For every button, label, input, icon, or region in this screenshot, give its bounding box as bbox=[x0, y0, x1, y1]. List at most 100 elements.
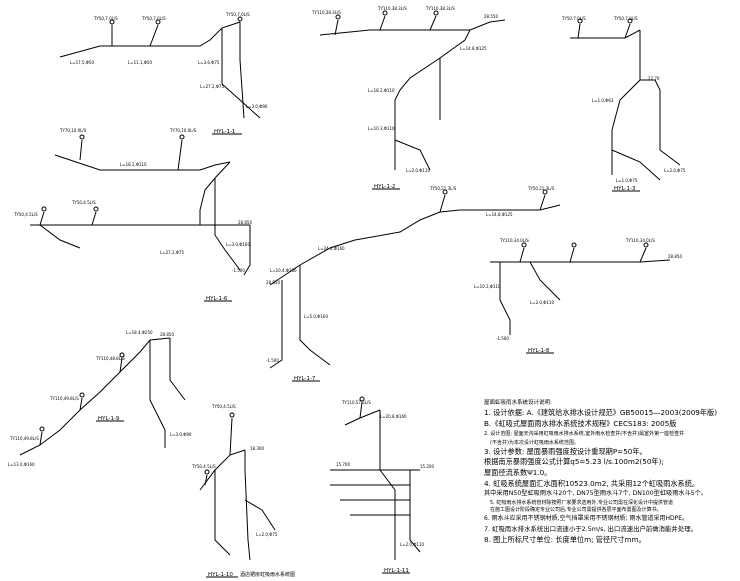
flow-label: TY110,57.5L/S bbox=[341, 400, 371, 405]
pipe-segment bbox=[149, 340, 166, 448]
pipe-segment bbox=[112, 24, 159, 47]
system-tag: HYL-1-10 bbox=[208, 572, 233, 578]
pipe-segment bbox=[243, 225, 251, 276]
pipe-segment bbox=[577, 23, 581, 39]
segment-label: L=24.4,Φ160 bbox=[318, 246, 345, 251]
system-tag: HYL-1-2 bbox=[374, 184, 395, 190]
pipe-segment bbox=[490, 259, 671, 263]
system-hyl1: TY50,7.0L/S TY50,7.0L/S TY50,7.0L/S L=17… bbox=[59, 12, 268, 135]
pipe-segment bbox=[429, 15, 437, 31]
pipe-segment bbox=[269, 209, 461, 286]
level-label: -1.500 bbox=[232, 268, 245, 273]
pipe-segment bbox=[39, 211, 45, 226]
level-label: 15.700 bbox=[336, 462, 350, 467]
pipe-segment bbox=[239, 22, 245, 119]
pipe-segment bbox=[79, 397, 83, 411]
segment-label: L=2.0,Φ110 bbox=[406, 168, 430, 173]
pipe-segment bbox=[394, 29, 471, 170]
drawing-caption: 酒店裙房虹吸雨水系统图 bbox=[240, 571, 295, 578]
note-line: 在施工图设计阶段确定专业公司后,专业公司需提供各层平面布置图及计算书。 bbox=[490, 506, 662, 513]
pipe-segment bbox=[640, 79, 661, 91]
segment-label: L=11.1,Φ50 bbox=[128, 60, 152, 65]
pipe-segment bbox=[344, 409, 381, 426]
pipe-segment bbox=[39, 224, 81, 249]
segment-label: L=18.2,Φ110 bbox=[368, 88, 395, 93]
pipe-segment bbox=[529, 261, 561, 301]
roof-drain-icon bbox=[109, 19, 115, 25]
system-hyl11: TY110,57.5L/S L=20.8,Φ160 15.700 15.200 … bbox=[330, 396, 434, 574]
pipe-segment bbox=[54, 154, 231, 171]
pipe-segment bbox=[244, 450, 251, 561]
note-line: 8. 图上所标尺寸单位: 长度单位m; 管径尺寸mm。 bbox=[484, 534, 646, 544]
flow-label: TY50,7.0L/S bbox=[561, 16, 586, 21]
pipe-segment bbox=[177, 139, 183, 171]
segment-label: L=18.4,Φ250 bbox=[126, 330, 153, 335]
system-tag: HYL-1-1 bbox=[214, 129, 235, 135]
pipe-segment bbox=[91, 211, 97, 226]
notes-title: 屋面虹吸雨水系统设计说明: bbox=[484, 400, 552, 406]
pipe-segment bbox=[570, 29, 641, 39]
pipe-segment bbox=[39, 431, 43, 446]
roof-drain-icon bbox=[79, 392, 85, 398]
segment-label: L=3.0,Φ90 bbox=[246, 104, 268, 109]
segment-label: L=2.0,Φ75 bbox=[256, 532, 278, 537]
segment-label: L=2.0,Φ75 bbox=[664, 168, 686, 173]
roof-drain-icon bbox=[79, 134, 85, 140]
note-line: 7. 虹吸雨水排水系统出口流速小于2.5m/s, 出口流速出户前做消能井处理。 bbox=[484, 525, 697, 534]
roof-drain-icon bbox=[521, 242, 527, 248]
roof-drain-icon bbox=[433, 10, 439, 16]
segment-label: L=14.8,Φ125 bbox=[486, 212, 513, 217]
level-label: 28.550 bbox=[484, 14, 498, 19]
pipe-segment bbox=[639, 247, 647, 263]
roof-drain-icon bbox=[577, 18, 583, 24]
pipe-segment bbox=[359, 401, 363, 419]
pipe-segment bbox=[624, 23, 631, 39]
pipe-segment bbox=[169, 338, 186, 401]
segment-label: L=1.0,Φ63 bbox=[592, 98, 614, 103]
pipe-segment bbox=[19, 337, 171, 456]
pipe-segment bbox=[204, 474, 208, 486]
flow-label: TY110,38.3L/S bbox=[377, 6, 407, 11]
system-hyl2: TY110,38.3L/S TY110,38.3L/S TY110,38.3L/… bbox=[311, 6, 506, 190]
note-line: B.《虹吸式屋面雨水排水系统技术规程》CECS183: 2005版 bbox=[484, 418, 677, 428]
pipe-segment bbox=[221, 83, 261, 119]
flow-label: TY110,34.0L/S bbox=[499, 238, 529, 243]
level-label: 15.200 bbox=[420, 464, 434, 469]
segment-label: L=3.0,Φ160 bbox=[226, 242, 250, 247]
note-line: 1. 设计依据: A.《建筑给水排水设计规范》GB50015—2003(2009… bbox=[484, 408, 718, 417]
system-tag: HYL-1-8 bbox=[528, 348, 550, 354]
design-notes: 屋面虹吸雨水系统设计说明: 1. 设计依据: A.《建筑给水排水设计规范》GB5… bbox=[484, 398, 736, 546]
segment-label: L=2.0,Φ110 bbox=[400, 542, 424, 547]
segment-label: L=18.2,Φ110 bbox=[120, 162, 147, 167]
roof-drain-icon bbox=[41, 206, 47, 212]
flow-label: TY50,4.5L/S bbox=[191, 464, 216, 469]
pipe-segment bbox=[659, 90, 681, 166]
roof-drain-icon bbox=[359, 396, 365, 402]
flow-label: TY110,48.8L/S bbox=[95, 356, 125, 361]
roof-drain-icon bbox=[93, 206, 99, 212]
pipe-segment bbox=[269, 280, 283, 369]
segment-label: L=27.2,Φ75 bbox=[160, 250, 184, 255]
pipe-segment bbox=[611, 149, 661, 181]
segment-label: L=10.4,Φ160 bbox=[270, 268, 297, 273]
roof-drain-icon bbox=[155, 19, 161, 25]
system-tag: HYL-1-3 bbox=[614, 186, 636, 192]
note-line: 其中采用N50型虹吸雨水斗20个, DN75型雨水斗7个, DN100型虹吸雨水… bbox=[484, 490, 708, 498]
pipe-segment bbox=[119, 357, 123, 373]
pipe-segment bbox=[460, 204, 561, 211]
flow-label: TY50,7.0L/S bbox=[225, 12, 250, 17]
system-hyl3: TY50,7.0L/S TY50,7.0L/S 27.70 L=1.0,Φ63 … bbox=[561, 16, 686, 192]
roof-drain-icon bbox=[442, 189, 448, 195]
pipe-segment bbox=[394, 139, 431, 171]
segment-label: L=10.3,Φ110 bbox=[474, 284, 501, 289]
roof-drain-icon bbox=[119, 352, 125, 358]
note-line: 6. 雨水斗应采用不锈钢材质,空气挡罩采用不锈钢材质; 雨水管道采用HDPE。 bbox=[484, 514, 689, 522]
flow-label: TY50,7.0L/S bbox=[93, 16, 118, 21]
system-tag: HYL-1-11 bbox=[384, 568, 409, 574]
roof-drain-icon bbox=[335, 14, 341, 20]
system-tag: HYL-1-9 bbox=[98, 416, 120, 422]
note-line: 2. 设计范围: 屋面天沟采用虹吸雨水排水系统,室外雨水检查井(不含井)属室外第… bbox=[484, 431, 685, 438]
pipe-segment bbox=[334, 19, 339, 36]
flow-label: TY110,49.8L/S bbox=[49, 396, 79, 401]
